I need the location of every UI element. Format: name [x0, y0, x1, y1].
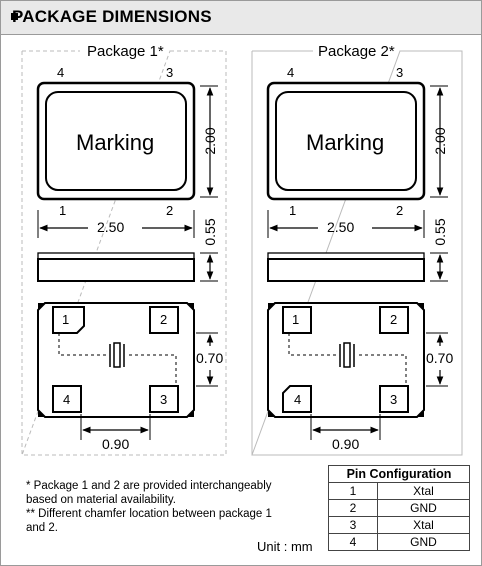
pin-label: 1	[59, 203, 67, 218]
footnote-line: * Package 1 and 2 are provided interchan…	[26, 480, 272, 492]
package-1-title: Package 1*	[87, 43, 164, 60]
pad-label: 4	[63, 392, 71, 407]
section-header: PACKAGE DIMENSIONS	[1, 1, 481, 35]
footnote-line: based on material availability.	[26, 494, 177, 506]
marking-label: Marking	[306, 130, 385, 155]
pad-label: 2	[160, 312, 168, 327]
pin-number-cell: 2	[328, 499, 378, 517]
pin-function-cell: GND	[377, 533, 470, 551]
marking-label: Marking	[76, 130, 155, 155]
pad-spacing-h-dimension: 0.90	[332, 436, 360, 452]
pin-function-cell: GND	[377, 499, 470, 517]
pin-number-cell: 1	[328, 482, 378, 500]
table-header-row: Pin Configuration	[328, 465, 470, 483]
pad-spacing-h-dimension: 0.90	[102, 436, 130, 452]
pad-label: 1	[292, 312, 300, 327]
table-row: 1 Xtal	[328, 482, 470, 500]
table-header: Pin Configuration	[328, 465, 470, 483]
package-2-title: Package 2*	[318, 43, 395, 60]
pin-function-cell: Xtal	[377, 516, 470, 534]
footnote-line: and 2.	[26, 522, 58, 534]
height-dimension: 2.00	[432, 127, 448, 155]
pin-label: 2	[396, 203, 404, 218]
pin-label: 4	[57, 65, 65, 80]
pad-label: 2	[390, 312, 398, 327]
pad-label: 1	[62, 312, 70, 327]
width-dimension: 2.50	[97, 219, 125, 235]
bullet-icon	[11, 13, 18, 20]
section-title: PACKAGE DIMENSIONS	[12, 7, 212, 26]
pin-function-cell: Xtal	[377, 482, 470, 500]
thickness-dimension: 0.55	[432, 218, 448, 246]
pin-label: 2	[166, 203, 174, 218]
thickness-dimension: 0.55	[202, 218, 218, 246]
unit-label: Unit : mm	[257, 539, 313, 554]
pin-configuration-table: Pin Configuration 1 Xtal 2 GND 3 Xtal 4 …	[328, 465, 470, 551]
width-dimension: 2.50	[327, 219, 355, 235]
pin-label: 3	[166, 65, 174, 80]
pin-number-cell: 3	[328, 516, 378, 534]
pad-spacing-v-dimension: 0.70	[196, 350, 224, 366]
pad-label: 3	[160, 392, 168, 407]
package-1-drawing	[21, 50, 227, 456]
pin-label: 3	[396, 65, 404, 80]
pad-spacing-v-dimension: 0.70	[426, 350, 454, 366]
table-row: 2 GND	[328, 499, 470, 517]
pin-label: 1	[289, 203, 297, 218]
table-row: 3 Xtal	[328, 516, 470, 534]
height-dimension: 2.00	[202, 127, 218, 155]
pin-label: 4	[287, 65, 295, 80]
pad-label: 4	[294, 392, 302, 407]
table-row: 4 GND	[328, 533, 470, 551]
footnote-line: ** Different chamfer location between pa…	[26, 508, 272, 520]
pad-label: 3	[390, 392, 398, 407]
package-2-drawing	[251, 50, 463, 456]
pin-number-cell: 4	[328, 533, 378, 551]
